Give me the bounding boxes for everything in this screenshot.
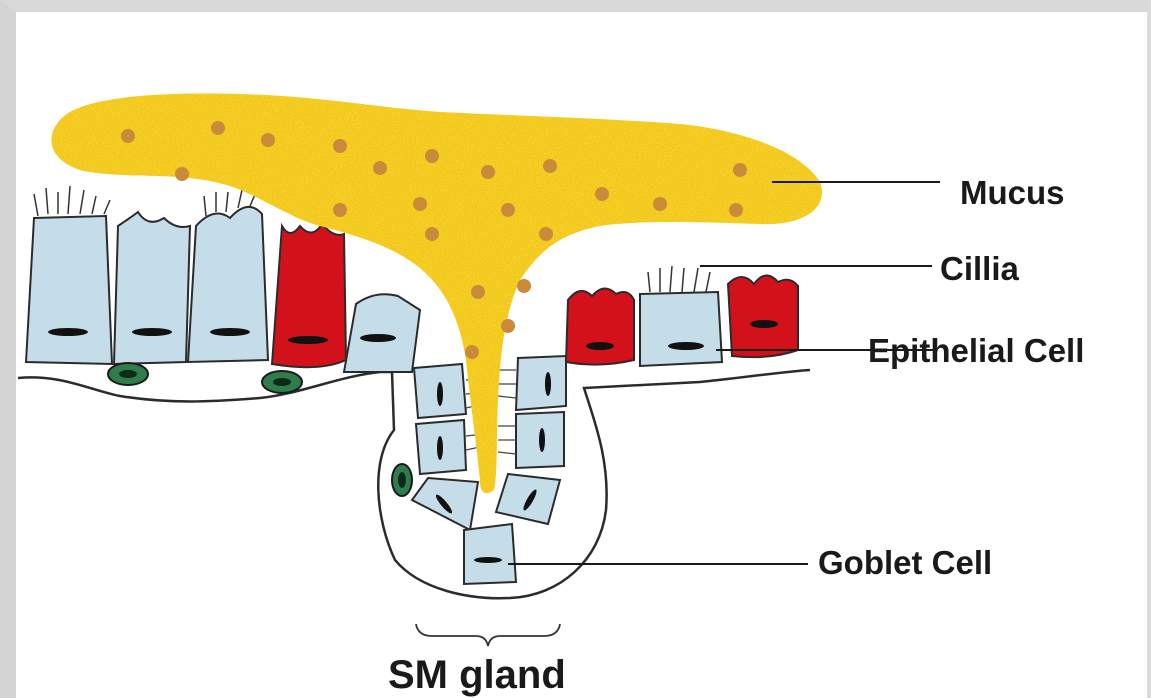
epithelial-cell [188,207,268,362]
gland-cell [464,524,516,584]
basal-cells [108,363,412,496]
label-goblet-cell: Goblet Cell [818,544,992,581]
goblet-cell [728,275,798,357]
label-mucus: Mucus [960,174,1065,211]
cilia-right [648,266,710,292]
gland-brace [416,624,560,646]
cilia-left [34,186,256,216]
epithelial-cell [344,294,420,372]
goblet-cell [566,288,634,364]
label-epithelial-cell: Epithelial Cell [868,332,1084,369]
label-cilia: Cillia [940,250,1020,287]
epithelial-cell [640,292,722,366]
leader-lines [508,182,940,564]
goblet-cell [272,224,346,367]
label-sm-gland: SM gland [388,653,566,697]
epithelial-cell [26,216,112,364]
gland-cell [516,356,566,410]
epithelial-cell [114,212,190,364]
